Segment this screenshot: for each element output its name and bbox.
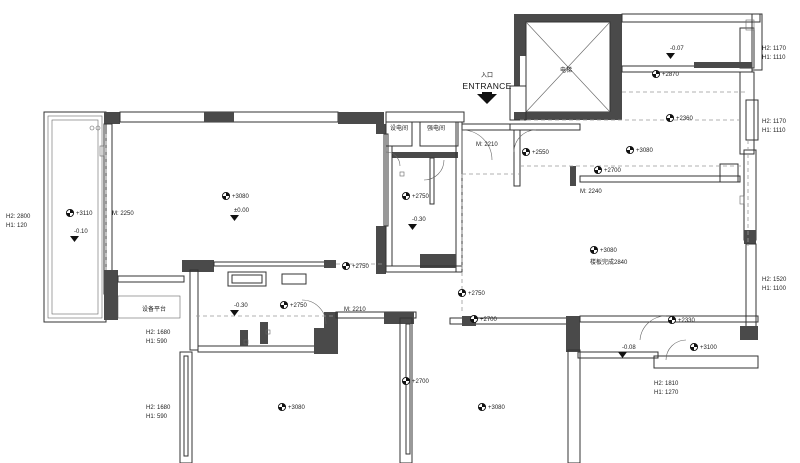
svg-text:+2750: +2750 <box>290 303 308 309</box>
fixtures <box>89 19 755 345</box>
level-marker: -0.10 <box>70 229 88 242</box>
svg-text:+2700: +2700 <box>604 168 622 174</box>
svg-text:+2750: +2750 <box>468 291 486 297</box>
svg-text:+3110: +3110 <box>76 211 93 217</box>
dimension-label: M: 2240 <box>580 189 602 195</box>
svg-text:+2870: +2870 <box>662 72 680 78</box>
level-marker: -0.08 <box>618 345 636 358</box>
room-balcony-platform: 设备平台 <box>142 305 166 313</box>
dimension-label: M: 2210 <box>476 142 498 148</box>
elevation-marker: +2750 <box>457 288 486 298</box>
svg-text:+2750: +2750 <box>352 264 370 270</box>
room-utility-left: 设电间 <box>390 124 408 132</box>
entrance-marker: 入口 ENTRANCE <box>462 72 511 104</box>
svg-text:+3080: +3080 <box>232 194 250 200</box>
elevation-marker: +2330 <box>667 315 696 325</box>
svg-text:+2550: +2550 <box>532 150 550 156</box>
window-h2: H2: 1680 <box>146 330 171 336</box>
window-h2: H2: 1680 <box>146 405 171 411</box>
elevation-marker: +3080 <box>625 145 654 155</box>
svg-text:+2330: +2330 <box>678 318 696 324</box>
window-h1: H1: 1100 <box>762 286 787 292</box>
elevation-marker: +3080 <box>589 245 618 255</box>
svg-text:-0.07: -0.07 <box>670 46 684 52</box>
elevation-markers: +3110 +3080 +2750 +2750 +2750 +2750 +287… <box>65 69 718 412</box>
svg-text:+2360: +2360 <box>676 116 694 122</box>
window-h2: H2: 2800 <box>6 214 31 220</box>
level-marker: -0.30 <box>408 217 426 230</box>
svg-text:+3100: +3100 <box>700 345 718 351</box>
elevation-marker: +2700 <box>401 376 430 386</box>
level-marker: -0.30 <box>230 303 248 316</box>
level-marker: -0.07 <box>666 46 684 59</box>
svg-text:+2700: +2700 <box>412 379 430 385</box>
svg-text:±0.00: ±0.00 <box>234 208 250 214</box>
level-markers: -0.10 ±0.00 -0.30 -0.30 -0.07 -0.08 <box>70 46 684 358</box>
dimension-label: M: 2250 <box>112 211 134 217</box>
window-h1: H1: 590 <box>146 414 168 420</box>
svg-text:+3080: +3080 <box>488 405 506 411</box>
elevation-marker: +3080 <box>221 191 250 201</box>
elevation-marker: +3110 <box>65 208 93 218</box>
elevation-marker: +2700 <box>593 165 622 175</box>
window-h1: H1: 1110 <box>762 128 786 134</box>
walls <box>103 13 763 463</box>
window-heights: H2: 2800 H1: 120 H2: 1680 H1: 590 H2: 16… <box>6 46 787 420</box>
window-h2: H2: 1170 <box>762 46 787 52</box>
level-marker: ±0.00 <box>230 208 250 221</box>
room-elevator: 电梯 <box>560 66 572 74</box>
window-h2: H2: 1170 <box>762 119 787 125</box>
dimension-label: M: 2210 <box>344 307 366 313</box>
doors <box>301 129 687 361</box>
elevation-marker: +3080 <box>277 402 306 412</box>
entrance-arrow-icon <box>477 94 497 104</box>
svg-text:+2750: +2750 <box>412 194 430 200</box>
elevation-marker: +2360 <box>665 113 694 123</box>
svg-text:-0.30: -0.30 <box>412 217 426 223</box>
svg-text:+3080: +3080 <box>600 248 618 254</box>
elevation-marker: +2750 <box>341 261 370 271</box>
svg-text:+3080: +3080 <box>636 148 654 154</box>
window-h1: H1: 1110 <box>762 55 786 61</box>
elevation-marker: +2750 <box>401 191 430 201</box>
svg-text:-0.30: -0.30 <box>234 303 248 309</box>
svg-text:+3080: +3080 <box>288 405 306 411</box>
svg-text:+2700: +2700 <box>480 317 498 323</box>
svg-text:-0.10: -0.10 <box>74 229 88 235</box>
balcony <box>43 111 181 323</box>
svg-text:-0.08: -0.08 <box>622 345 636 351</box>
entrance-cn: 入口 <box>481 72 493 79</box>
elevation-marker: +2700 <box>469 314 498 324</box>
elevation-marker: +2870 <box>651 69 680 79</box>
elevation-marker: +2550 <box>521 147 550 157</box>
elevation-marker: +3100 <box>689 342 718 352</box>
window-h2: H2: 1520 <box>762 277 787 283</box>
room-utility-right: 强电间 <box>427 124 445 132</box>
room-lobby-note: 楼板完成2840 <box>590 258 628 266</box>
elevation-marker: +3080 <box>477 402 506 412</box>
window-h1: H1: 120 <box>6 223 28 229</box>
window-h1: H1: 1270 <box>654 390 679 396</box>
elevation-marker: +2750 <box>279 300 308 310</box>
window-h2: H2: 1810 <box>654 381 679 387</box>
entrance-en: ENTRANCE <box>462 81 511 91</box>
window-h1: H1: 590 <box>146 339 168 345</box>
